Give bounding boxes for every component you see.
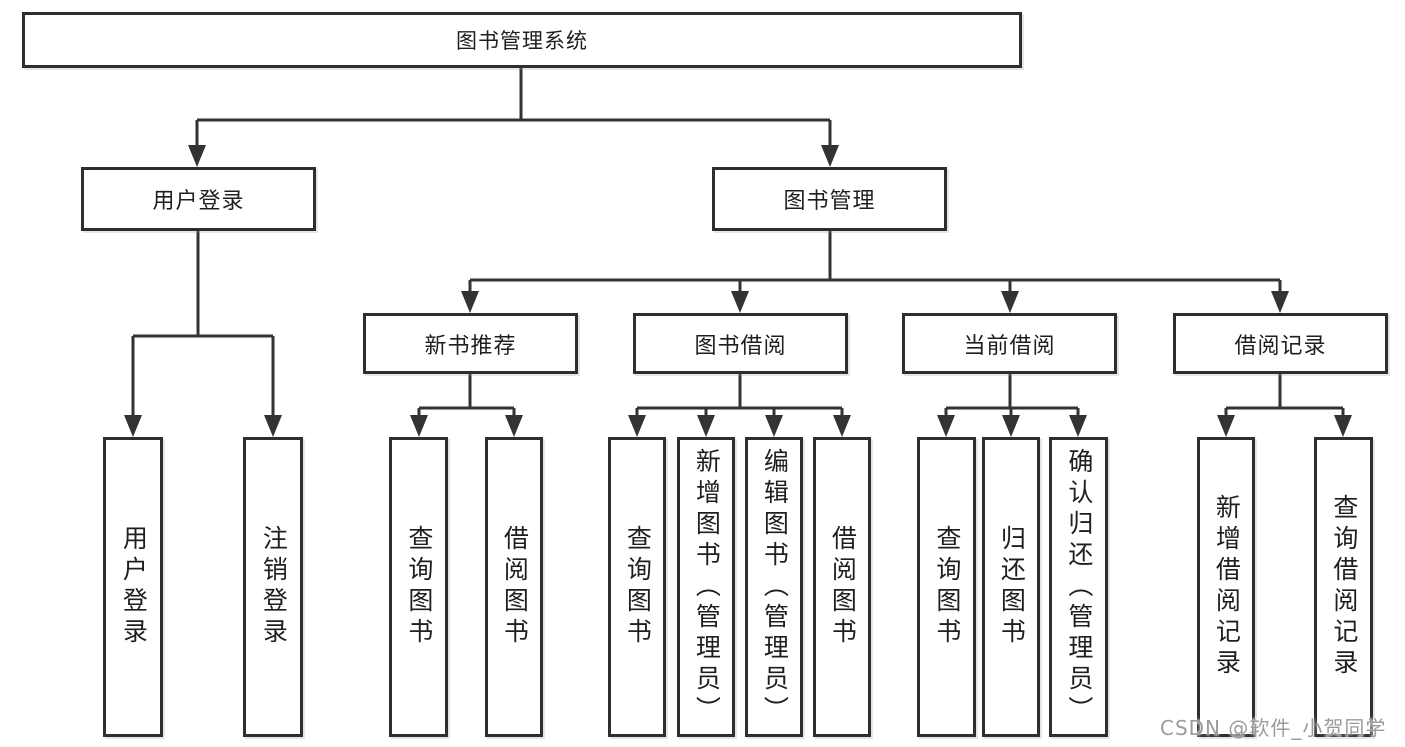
leaf-borrow-query-books-label: 查询图书 [623, 525, 653, 649]
arrowhead-icon [461, 291, 479, 313]
leaf-edit-book-admin-label: 编辑图书（管理员） [760, 447, 790, 727]
leaf-current-query-books: 查询图书 [917, 437, 976, 737]
arrowhead-icon [821, 145, 839, 167]
leaf-recommend-borrow-books: 借阅图书 [485, 437, 543, 737]
leaf-edit-book-admin: 编辑图书（管理员） [745, 437, 803, 737]
leaf-add-book-admin: 新增图书（管理员） [677, 437, 735, 737]
arrowhead-icon [765, 415, 783, 437]
node-current-borrow: 当前借阅 [902, 313, 1117, 374]
node-user-login: 用户登录 [81, 167, 316, 231]
leaf-add-borrow-record-label: 新增借阅记录 [1212, 494, 1242, 680]
node-book-borrow-label: 图书借阅 [694, 333, 787, 359]
watermark: CSDN @软件_小贺同学 [1160, 716, 1387, 740]
leaf-recommend-borrow-books-label: 借阅图书 [500, 525, 530, 649]
leaf-add-book-admin-label: 新增图书（管理员） [692, 447, 722, 727]
edge-root [195, 68, 832, 150]
edge-new-book-recommend [417, 374, 516, 420]
leaf-borrow-borrow-books: 借阅图书 [813, 437, 871, 737]
arrowhead-icon [1217, 415, 1235, 437]
leaf-user-login: 用户登录 [103, 437, 163, 737]
leaf-confirm-return-admin-label: 确认归还（管理员） [1064, 447, 1094, 727]
arrowhead-icon [505, 415, 523, 437]
arrowhead-icon [1002, 415, 1020, 437]
node-book-management: 图书管理 [712, 167, 947, 231]
arrowhead-icon [697, 415, 715, 437]
arrowhead-icon [1069, 415, 1087, 437]
node-user-login-label: 用户登录 [152, 189, 245, 214]
leaf-return-book: 归还图书 [982, 437, 1040, 737]
node-root-label: 图书管理系统 [456, 29, 588, 53]
arrowhead-icon [833, 415, 851, 437]
edge-borrow-records [1224, 374, 1345, 420]
arrowhead-icon [124, 415, 142, 437]
leaf-return-book-label: 归还图书 [997, 525, 1027, 649]
leaf-recommend-query-books-label: 查询图书 [404, 525, 434, 649]
leaf-logout: 注销登录 [243, 437, 303, 737]
node-current-borrow-label: 当前借阅 [963, 333, 1056, 359]
leaf-current-query-books-label: 查询图书 [932, 525, 962, 649]
arrowhead-icon [731, 291, 749, 313]
node-book-borrow: 图书借阅 [633, 313, 848, 374]
arrowhead-icon [188, 145, 206, 167]
edge-book-borrow [635, 374, 844, 420]
leaf-add-borrow-record: 新增借阅记录 [1197, 437, 1255, 737]
leaf-user-login-label: 用户登录 [119, 525, 149, 649]
node-new-book-recommend-label: 新书推荐 [424, 333, 517, 359]
arrowhead-icon [264, 415, 282, 437]
arrowhead-icons [124, 145, 1352, 437]
leaf-query-borrow-record: 查询借阅记录 [1314, 437, 1373, 737]
edge-user-login [131, 231, 275, 420]
node-new-book-recommend: 新书推荐 [363, 313, 578, 374]
leaf-logout-label: 注销登录 [259, 525, 289, 649]
edge-book-management [468, 231, 1282, 296]
leaf-confirm-return-admin: 确认归还（管理员） [1049, 437, 1108, 737]
node-borrow-records: 借阅记录 [1173, 313, 1388, 374]
node-borrow-records-label: 借阅记录 [1234, 333, 1327, 359]
arrowhead-icon [1271, 291, 1289, 313]
leaf-query-borrow-record-label: 查询借阅记录 [1329, 494, 1359, 680]
connector-lines [131, 68, 1345, 420]
arrowhead-icon [1334, 415, 1352, 437]
arrowhead-icon [628, 415, 646, 437]
leaf-borrow-borrow-books-label: 借阅图书 [828, 525, 858, 649]
arrowhead-icon [1001, 291, 1019, 313]
leaf-borrow-query-books: 查询图书 [608, 437, 666, 737]
arrowhead-icon [937, 415, 955, 437]
leaf-recommend-query-books: 查询图书 [389, 437, 448, 737]
node-book-management-label: 图书管理 [783, 189, 876, 214]
edge-current-borrow [944, 374, 1080, 420]
arrowhead-icon [410, 415, 428, 437]
node-root: 图书管理系统 [22, 12, 1022, 68]
